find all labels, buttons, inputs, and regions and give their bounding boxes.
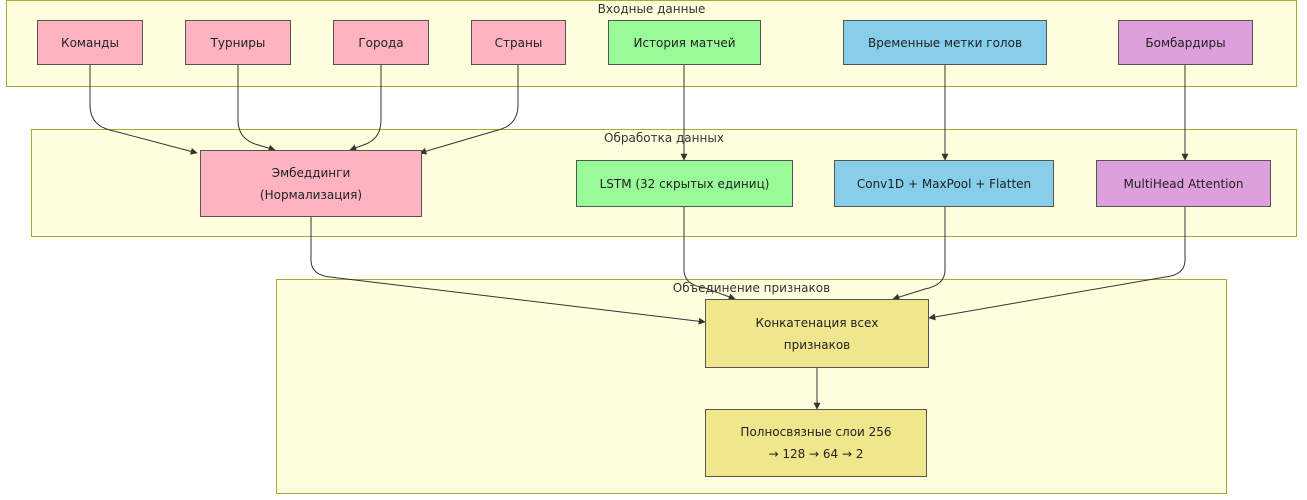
node-concat[interactable]: Конкатенация всех признаков — [705, 299, 929, 368]
processing-group-title: Обработка данных — [604, 131, 724, 145]
edge-embeddings-concat — [310, 217, 706, 325]
fusion-group-title: Объединение признаков — [672, 281, 831, 295]
edge-conv-concat — [892, 207, 946, 301]
edge-attention-concat — [928, 207, 1186, 321]
node-embeddings[interactable]: Эмбеддинги (Нормализация) — [200, 150, 422, 217]
input-group-title: Входные данные — [597, 2, 706, 16]
node-dense[interactable]: Полносвязные слои 256 → 128 → 64 → 2 — [705, 409, 927, 477]
node-conv[interactable]: Conv1D + MaxPool + Flatten — [834, 160, 1054, 207]
node-match-history[interactable]: История матчей — [608, 20, 761, 65]
edge-lstm-concat — [683, 207, 736, 301]
node-attention[interactable]: MultiHead Attention — [1096, 160, 1271, 207]
node-countries[interactable]: Страны — [471, 20, 566, 65]
node-cities[interactable]: Города — [333, 20, 429, 65]
edge-countries-embeddings — [419, 65, 519, 155]
node-tournaments[interactable]: Турниры — [185, 20, 291, 65]
node-lstm[interactable]: LSTM (32 скрытых единиц) — [576, 160, 793, 207]
node-scorers[interactable]: Бомбардиры — [1118, 20, 1253, 65]
edge-tournaments-embeddings — [237, 65, 276, 152]
edge-teams-embeddings — [89, 65, 198, 155]
edge-cities-embeddings — [349, 65, 382, 152]
node-teams[interactable]: Команды — [37, 20, 143, 65]
node-goal-timestamps[interactable]: Временные метки голов — [843, 20, 1047, 65]
